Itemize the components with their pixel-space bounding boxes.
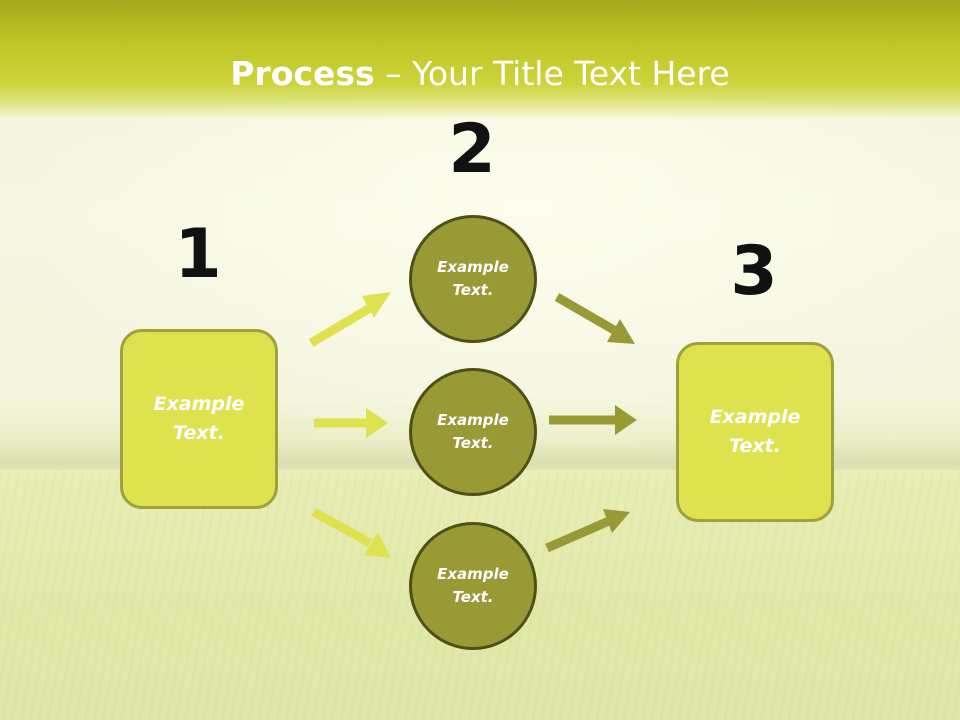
slide-title: Process – Your Title Text Here [0, 52, 960, 96]
step3-box: Example Text. [676, 342, 834, 522]
title-rest: – Your Title Text Here [374, 54, 730, 93]
circle-middle-text: Example Text. [437, 411, 509, 452]
arrow-box1-to-circle-top [308, 292, 391, 347]
arrow-box1-to-circle-middle [314, 408, 388, 438]
arrow-circle-middle-to-box3 [549, 405, 637, 435]
step-number-2: 2 [448, 110, 496, 189]
title-strong: Process [230, 54, 375, 93]
step2-circle-middle: Example Text. [409, 368, 537, 496]
step3-box-text: Example Text. [709, 406, 801, 457]
circle-bottom-text: Example Text. [437, 565, 509, 606]
step1-box-text: Example Text. [153, 393, 245, 444]
step1-box: Example Text. [120, 329, 278, 509]
step-number-1: 1 [174, 215, 222, 294]
circle-top-text: Example Text. [437, 258, 509, 299]
step2-circle-top: Example Text. [409, 215, 537, 343]
step-number-3: 3 [730, 232, 778, 311]
arrow-circle-top-to-box3 [554, 293, 635, 344]
title-band [0, 0, 960, 120]
arrow-box1-to-circle-bottom [311, 508, 391, 558]
step2-circle-bottom: Example Text. [409, 522, 537, 650]
arrow-circle-bottom-to-box3 [545, 509, 630, 553]
